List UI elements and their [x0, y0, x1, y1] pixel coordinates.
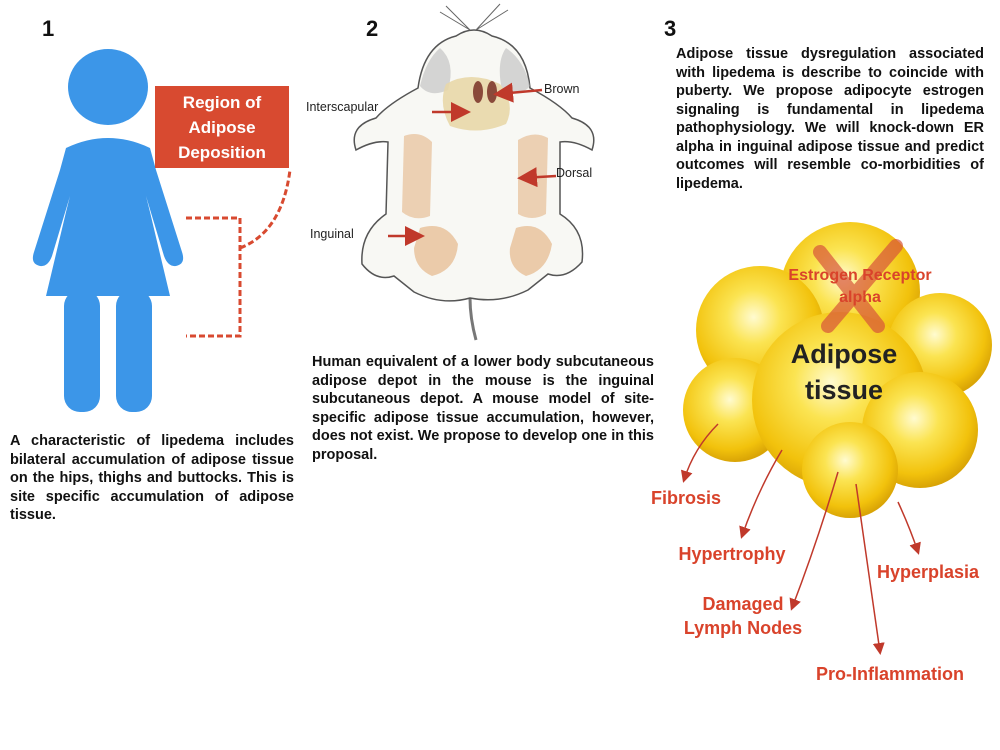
blob-title-line2: tissue — [804, 375, 884, 405]
label-inguinal: Inguinal — [310, 227, 354, 241]
region-label-box: Region of Adipose Deposition — [155, 86, 289, 168]
panel-1-description: A characteristic of lipedema includes bi… — [10, 433, 294, 523]
panel-2-number: 2 — [366, 16, 379, 41]
mouse-pointer-arrows — [388, 82, 557, 246]
panel-3-description: Adipose tissue dysregulation associated … — [676, 46, 984, 192]
label-dorsal: Dorsal — [556, 166, 593, 180]
outcome-damaged-line2: Lymph Nodes — [683, 618, 803, 638]
label-interscapular: Interscapular — [306, 100, 379, 114]
woman-figure-icon — [32, 49, 184, 412]
knockdown-x-icon — [813, 239, 903, 333]
receptor-label-line1: Estrogen Receptor — [788, 267, 932, 284]
outcome-hyperplasia: Hyperplasia — [876, 562, 980, 582]
outcome-hypertrophy: Hypertrophy — [678, 544, 786, 564]
label-brown: Brown — [544, 82, 580, 96]
receptor-label-line2: alpha — [839, 289, 881, 306]
outcome-damaged-line1: Damaged — [702, 594, 784, 614]
outcome-arrows — [680, 423, 921, 655]
panel-1-number: 1 — [42, 16, 55, 41]
blob-title-line1: Adipose — [790, 339, 898, 369]
panel-2-description: Human equivalent of a lower body subcuta… — [312, 354, 654, 463]
panel-3-number: 3 — [664, 16, 677, 41]
region-bracket — [186, 169, 292, 338]
outcome-proinflammation: Pro-Inflammation — [815, 664, 964, 684]
outcome-fibrosis: Fibrosis — [650, 488, 721, 508]
